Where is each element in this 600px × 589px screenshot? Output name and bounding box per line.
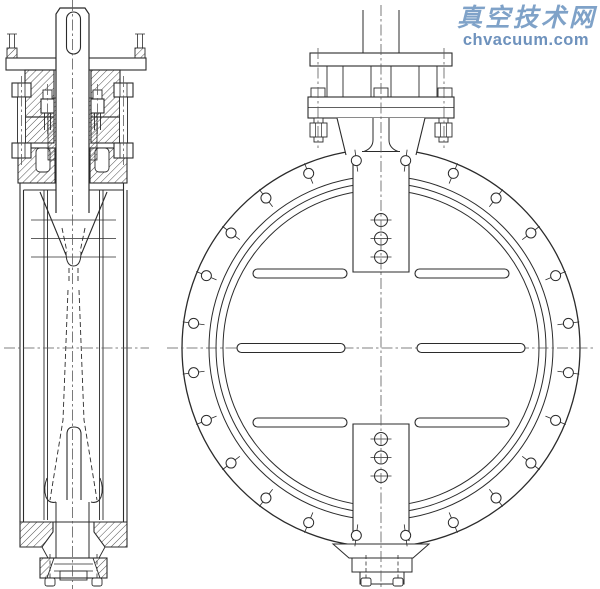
flange-bolt-hole [260, 492, 272, 504]
disc-rib-slot [252, 268, 348, 279]
disc-rib-slots [236, 268, 526, 428]
flange-bolt-hole [490, 192, 502, 204]
flange-bolt-hole [550, 414, 562, 426]
flange-bolt-hole [447, 517, 459, 529]
keyway-slot [65, 11, 82, 55]
flange-bolt-hole [188, 367, 200, 379]
flange-bolt-hole [447, 167, 459, 179]
flange-bolt-hole [525, 227, 537, 239]
flange-bolt-hole [490, 492, 502, 504]
flange-bolt-hole [303, 517, 315, 529]
seat-bore-cone [39, 191, 108, 267]
disc-hub [65, 251, 82, 267]
hub-bolt-projection-lines [31, 219, 116, 258]
flange-bolt-hole [400, 529, 412, 541]
disc-rib-slot [414, 417, 510, 428]
flange-bolt-hole [350, 155, 362, 167]
flange-bolt-hole [562, 317, 574, 329]
bottom-flange [19, 521, 128, 559]
flange-bolt-hole [525, 457, 537, 469]
disc-rib-slot [236, 342, 346, 354]
bottom-cover [39, 554, 108, 587]
bottom-bearing-bracket [331, 543, 431, 587]
section-view [4, 0, 149, 589]
body-walls [19, 183, 128, 522]
flange-bolt-hole [200, 270, 212, 282]
watermark-site-domain: chvacuum.com [462, 31, 589, 50]
flange-bolt-hole [200, 414, 212, 426]
flange-bolt-hole [303, 167, 315, 179]
flange-bolt-hole [188, 317, 200, 329]
lower-stub-shaft [66, 426, 82, 500]
watermark: 真空技术网 chvacuum.com [456, 3, 597, 50]
flange-bolt-hole [562, 367, 574, 379]
section-centerlines [4, 0, 149, 589]
disc-rib-slot [416, 342, 526, 354]
flange-bolt-holes [182, 149, 580, 547]
front-view [167, 5, 596, 588]
flange-bolt-hole [400, 155, 412, 167]
disc-rib-slot [414, 268, 510, 279]
watermark-site-name: 真空技术网 [456, 3, 597, 32]
flange-bolt-hole [225, 457, 237, 469]
hidden-bore-contour [49, 227, 98, 501]
flange-bolt-hole [550, 270, 562, 282]
disc-rib-slot [252, 417, 348, 428]
flange-bolt-hole [225, 227, 237, 239]
flange-bolt-hole [260, 192, 272, 204]
seat-retainer [44, 477, 103, 558]
flange-bolt-hole [350, 529, 362, 541]
